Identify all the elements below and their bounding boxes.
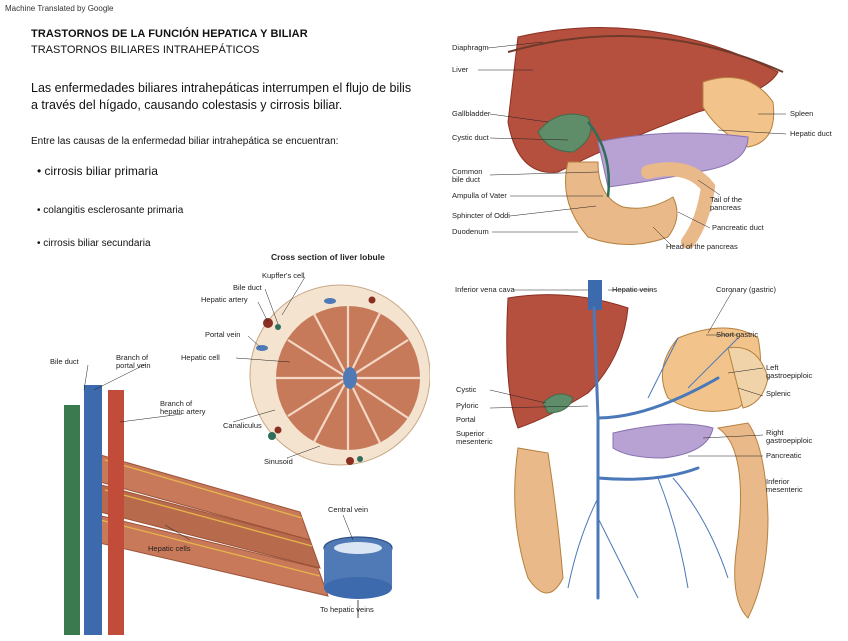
intro-paragraph: Las enfermedades biliares intrahepáticas… — [31, 81, 412, 112]
label-coronary-gastric: Coronary (gastric) — [716, 285, 777, 294]
label-pancreatic-duct: Pancreatic duct — [712, 223, 764, 232]
label-canaliculus: Canaliculus — [223, 421, 262, 430]
causes-lead: Entre las causas de la enfermedad biliar… — [31, 136, 339, 147]
label-duodenum: Duodenum — [452, 227, 489, 236]
label-left-gastroepiploic: Left gastroepiploic — [766, 363, 813, 380]
label-branch-portal-vein: Branch of portal vein — [116, 353, 151, 370]
translation-banner: Machine Translated by Google — [5, 4, 114, 13]
label-hepatic-artery: Hepatic artery — [201, 295, 248, 304]
label-inferior-mesenteric: Inferior mesenteric — [766, 477, 803, 494]
label-inferior-vena-cava: Inferior vena cava — [455, 285, 515, 294]
label-right-gastroepiploic: Right gastroepiploic — [766, 428, 813, 445]
label-ampulla-of-vater: Ampulla of Vater — [452, 191, 507, 200]
page-title: TRASTORNOS DE LA FUNCIÓN HEPATICA Y BILI… — [31, 28, 308, 40]
liver-lobule-illustration — [64, 276, 431, 635]
label-hepatic-duct: Hepatic duct — [790, 129, 832, 138]
label-cystic: Cystic — [456, 385, 477, 394]
label-bile-duct: Bile duct — [233, 283, 262, 292]
label-sphincter-of-oddi: Sphincter of Oddi — [452, 211, 510, 220]
page-subtitle: TRASTORNOS BILIARES INTRAHEPÁTICOS — [31, 44, 260, 56]
label-hepatic-veins: Hepatic veins — [612, 285, 658, 294]
cause-item: • colangitis esclerosante primaria — [37, 205, 184, 216]
biliary-anatomy-illustration — [478, 27, 787, 249]
label-superior-mesenteric: Superior mesenteric — [456, 429, 493, 446]
lobule-figure-title: Cross section of liver lobule — [271, 252, 385, 262]
label-bile-duct-main: Bile duct — [50, 357, 79, 366]
label-kupffer: Kupffer's cell — [262, 271, 305, 280]
label-short-gastric: Short gastric — [716, 330, 759, 339]
cause-item: • cirrosis biliar primaria — [37, 164, 158, 178]
label-sinusoid: Sinusoid — [264, 457, 293, 466]
label-gallbladder: Gallbladder — [452, 109, 491, 118]
cause-item: • cirrosis biliar secundaria — [37, 238, 151, 249]
label-portal-vein: Portal vein — [205, 330, 241, 339]
label-portal: Portal — [456, 415, 476, 424]
label-central-vein: Central vein — [328, 505, 369, 514]
label-spleen: Spleen — [790, 109, 814, 118]
label-hepatic-cell: Hepatic cell — [181, 353, 220, 362]
label-splenic: Splenic — [766, 389, 791, 398]
label-pyloric: Pyloric — [456, 401, 479, 410]
biliary-anatomy-figure: Diaphragm Liver Gallbladder Cystic duct … — [448, 12, 840, 257]
label-to-hepatic-veins: To hepatic veins — [320, 605, 374, 614]
portal-venous-figure: Inferior vena cava Hepatic veins Coronar… — [448, 278, 840, 630]
label-pancreatic: Pancreatic — [766, 451, 802, 460]
portal-venous-illustration — [489, 280, 769, 619]
label-diaphragm: Diaphragm — [452, 43, 489, 52]
liver-lobule-figure: Cross section of liver lobule Kupffer's … — [0, 250, 431, 636]
label-branch-hepatic-artery: Branch of hepatic artery — [160, 399, 206, 416]
label-hepatic-cells: Hepatic cells — [148, 544, 191, 553]
label-head-of-pancreas: Head of the pancreas — [666, 242, 738, 251]
label-tail-of-pancreas: Tail of the pancreas — [710, 195, 743, 212]
label-cystic-duct: Cystic duct — [452, 133, 489, 142]
label-liver: Liver — [452, 65, 469, 74]
label-common-bile-duct: Common bile duct — [452, 167, 483, 184]
